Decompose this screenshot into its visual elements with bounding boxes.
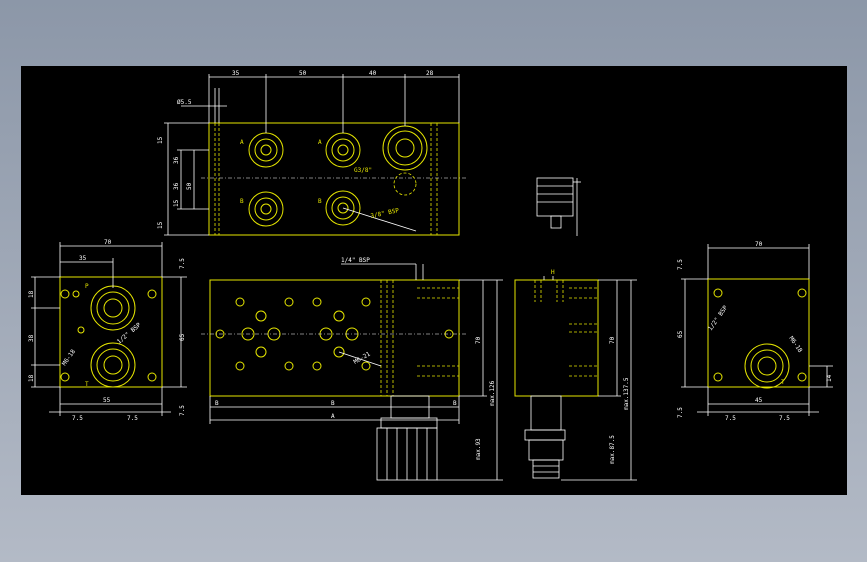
svg-text:7.5: 7.5 [179, 258, 186, 269]
top-port-a1 [248, 132, 284, 168]
svg-text:7.5: 7.5 [127, 415, 138, 422]
side-view: H 70 max.137.5 max.87.5 [514, 269, 637, 481]
side-solenoid [524, 395, 566, 479]
right-end-view: T 1/2" BSP M6-18 70 45 7.5 7.5 65 7.5 7.… [677, 241, 833, 422]
svg-text:70: 70 [475, 336, 482, 344]
left-port-t [90, 342, 136, 388]
right-m-label: M6-18 [787, 335, 803, 354]
top-port-a2 [325, 132, 361, 168]
svg-text:B: B [453, 400, 457, 407]
svg-text:7.5: 7.5 [779, 415, 790, 422]
top-view-outline [208, 122, 460, 236]
front-max-a: max.126 [489, 380, 496, 406]
svg-text:18: 18 [28, 290, 35, 298]
top-label-b2: B [318, 198, 322, 205]
top-label-a1: A [240, 139, 244, 146]
front-dim-a: A [331, 413, 335, 420]
front-view: M6-21 1/4" BSP B B B A 70 [201, 257, 503, 481]
front-view-outline [209, 279, 460, 397]
drawing-canvas: A A B B G3/8" 3/8" BSP 35 50 40 28 Ø5.5 … [21, 66, 847, 495]
svg-text:7.5: 7.5 [677, 259, 684, 270]
svg-text:65: 65 [677, 330, 684, 338]
svg-text:B: B [215, 400, 219, 407]
svg-text:70: 70 [609, 336, 616, 344]
svg-text:65: 65 [179, 333, 186, 341]
top-port-p [382, 125, 428, 171]
cad-drawing: A A B B G3/8" 3/8" BSP 35 50 40 28 Ø5.5 … [28, 70, 833, 481]
top-view: A A B B G3/8" 3/8" BSP 35 50 40 28 Ø5.5 … [157, 70, 467, 236]
svg-text:15: 15 [157, 221, 164, 229]
svg-text:15: 15 [157, 136, 164, 144]
left-end-view: P T 1/2" BSP M6-18 70 35 55 7.5 7.5 18 3… [28, 239, 187, 422]
svg-text:36: 36 [173, 156, 180, 164]
svg-text:50: 50 [299, 70, 307, 77]
side-max-1: max.137.5 [623, 377, 630, 410]
small-detail-view [536, 177, 581, 236]
top-bsp-label: 3/8" BSP [370, 207, 400, 220]
svg-text:15: 15 [173, 199, 180, 207]
svg-text:7.5: 7.5 [179, 405, 186, 416]
svg-text:18: 18 [28, 374, 35, 382]
svg-text:7.5: 7.5 [72, 415, 83, 422]
svg-text:45: 45 [755, 397, 763, 404]
left-label-p: P [85, 283, 89, 290]
left-port-p [90, 285, 136, 331]
left-label-t: T [85, 381, 89, 388]
top-port-b2 [325, 190, 361, 226]
left-m-label: M6-18 [61, 348, 77, 367]
svg-text:35: 35 [232, 70, 240, 77]
top-port-b1 [248, 191, 284, 227]
front-thread-label: 1/4" BSP [341, 257, 370, 264]
top-label-a2: A [318, 139, 322, 146]
front-dim-b: B [331, 400, 335, 407]
svg-text:70: 70 [755, 241, 763, 248]
svg-text:36: 36 [173, 182, 180, 190]
svg-text:28: 28 [426, 70, 434, 77]
right-view-outline [707, 278, 810, 388]
top-dia-label: Ø5.5 [177, 99, 192, 106]
right-label-t: T [781, 379, 785, 386]
svg-text:55: 55 [103, 397, 111, 404]
svg-text:7.5: 7.5 [677, 407, 684, 418]
top-label-b1: B [240, 198, 244, 205]
side-max-2: max.87.5 [609, 435, 616, 464]
front-solenoid [376, 395, 438, 481]
svg-text:7.5: 7.5 [725, 415, 736, 422]
side-label-h: H [551, 269, 555, 276]
svg-text:14: 14 [826, 374, 833, 382]
svg-text:35: 35 [79, 255, 87, 262]
svg-text:70: 70 [104, 239, 112, 246]
left-thread-label: 1/2" BSP [116, 321, 143, 345]
right-port-t [744, 343, 790, 389]
top-thread-label: G3/8" [354, 167, 372, 174]
right-thread-label: 1/2" BSP [707, 304, 730, 332]
front-max-2: max.93 [475, 438, 482, 460]
left-view-outline [59, 276, 163, 388]
svg-text:50: 50 [186, 182, 193, 190]
svg-text:40: 40 [369, 70, 377, 77]
side-view-outline [514, 279, 599, 397]
svg-text:38: 38 [28, 334, 35, 342]
